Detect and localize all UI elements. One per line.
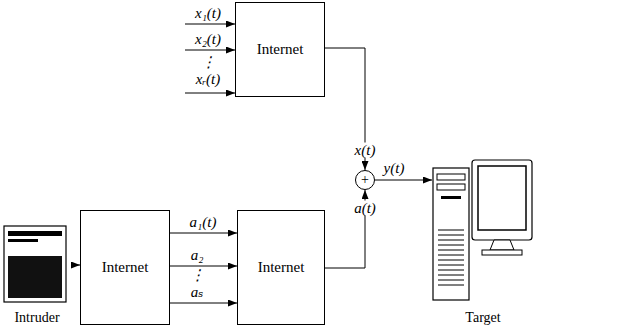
device-panel [8, 256, 62, 298]
drive-slot [441, 196, 461, 199]
signal-connector [72, 265, 80, 266]
monitor-frame [472, 160, 532, 240]
signal-label: a₂ [191, 248, 204, 263]
node-label: Target [465, 310, 500, 327]
input-arrow [185, 93, 235, 94]
signal-label: xᵣ(t) [196, 72, 221, 87]
input-arrow [185, 24, 235, 25]
signal-label: ⋮ [201, 55, 216, 70]
signal-connector [170, 233, 237, 234]
target-figure [433, 160, 532, 300]
node-label: Internet [257, 41, 304, 58]
intruder-figure [4, 226, 66, 302]
node-label: + [361, 173, 369, 187]
signal-connector [375, 180, 432, 181]
signal-label: x₂(t) [195, 32, 221, 47]
monitor-base [482, 250, 522, 255]
drive-bay [437, 174, 465, 180]
device-bar [8, 231, 62, 236]
node-label: Internet [102, 259, 149, 276]
internet-box: Internet [235, 2, 325, 97]
device-bar [8, 239, 38, 242]
signal-label: y(t) [384, 161, 405, 176]
signal-connector [170, 303, 237, 304]
sum-node: + [355, 170, 375, 190]
monitor-stand [490, 240, 514, 250]
internet-box: Internet [237, 210, 325, 325]
drive-bay [437, 184, 465, 190]
signal-label: a₁(t) [190, 215, 217, 230]
device-case [4, 226, 66, 302]
node-label: Intruder [14, 310, 59, 327]
signal-label: x₁(t) [195, 6, 221, 21]
intruder-host: Intruder [2, 222, 72, 327]
monitor-screen [478, 166, 526, 230]
internet-box: Internet [80, 210, 170, 325]
signal-label: aₛ [191, 285, 204, 300]
signal-label: ⋮ [190, 268, 205, 283]
tower-case [433, 168, 469, 300]
tower-vents [438, 230, 464, 285]
signal-label: a(t) [353, 201, 377, 216]
node-label: Internet [258, 259, 305, 276]
target-computer: Target [432, 160, 534, 327]
input-arrow [185, 50, 235, 51]
signal-connector [170, 266, 237, 267]
signal-label: x(t) [354, 143, 377, 158]
